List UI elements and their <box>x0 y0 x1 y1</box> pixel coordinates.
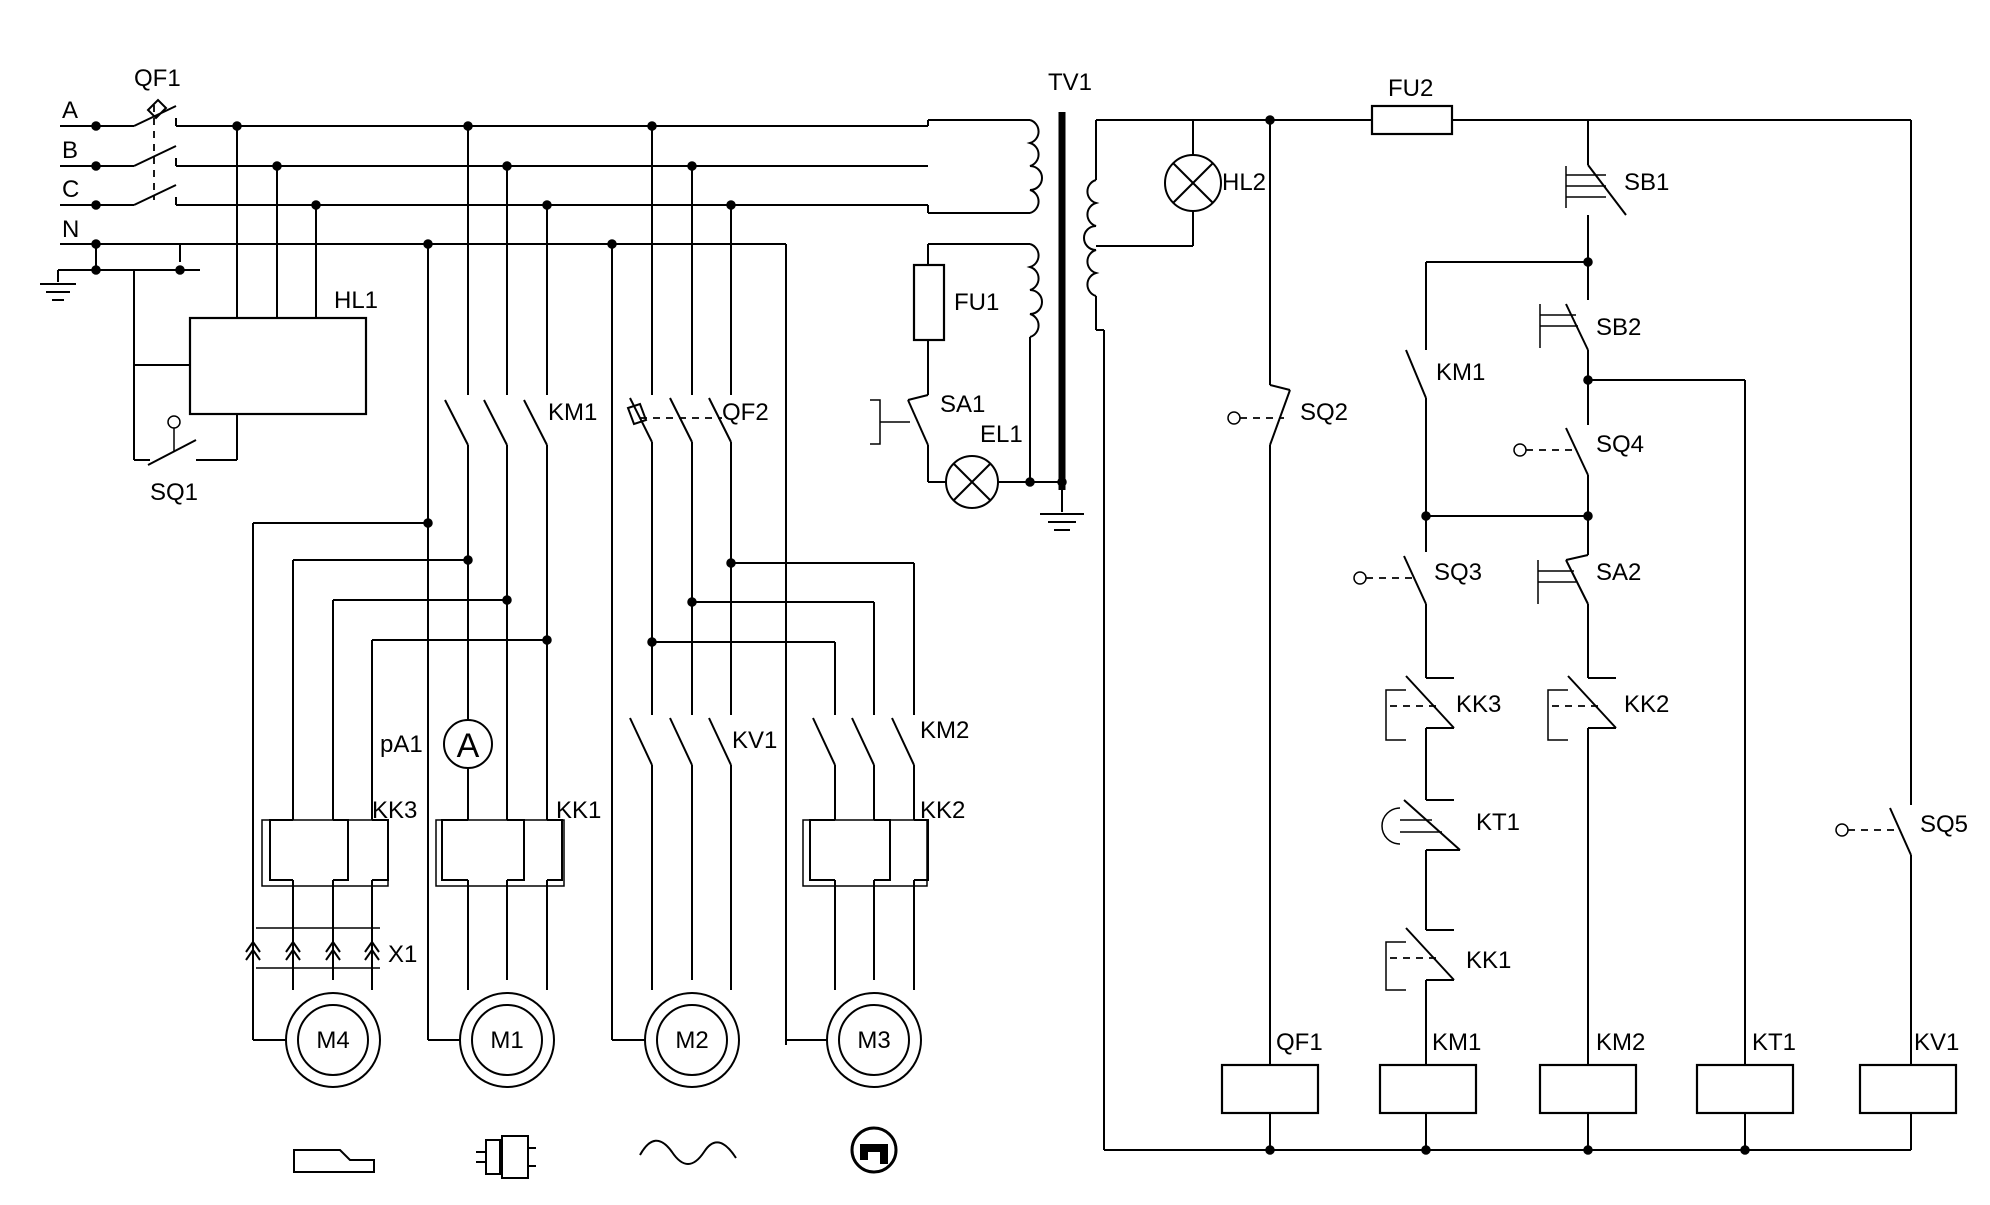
kk3-control-label: KK3 <box>1456 691 1501 718</box>
coolant-pump-branch: QF2 KV1 M2 KM2 <box>611 126 969 1088</box>
km1-hold-label: KM1 <box>1436 359 1485 386</box>
coil-km2-label: KM2 <box>1596 1029 1645 1056</box>
kt1-control-label: KT1 <box>1476 809 1520 836</box>
kk2-power-label: KK2 <box>920 797 965 824</box>
sq1-label: SQ1 <box>150 479 198 506</box>
hl1-label: HL1 <box>334 287 378 314</box>
ammeter-pa1-label: pA1 <box>380 731 423 758</box>
main-buses <box>176 121 928 1045</box>
sb1-label: SB1 <box>1624 169 1669 196</box>
control-circuit: FU2 HL2 SQ2 QF1 SB1 <box>1096 75 1968 1155</box>
km1-power-label: KM1 <box>548 399 597 426</box>
coil-qf1-label: QF1 <box>1276 1029 1323 1056</box>
transformer-tv1: TV1 FU1 SA1 EL1 <box>870 69 1100 531</box>
kk1-control-label: KK1 <box>1466 947 1511 974</box>
sq2-label: SQ2 <box>1300 399 1348 426</box>
kk2-control-label: KK2 <box>1624 691 1669 718</box>
km2-power-label: KM2 <box>920 717 969 744</box>
connector-x1-label: X1 <box>388 941 417 968</box>
m4-branch: KK3 X1 M4 <box>245 518 547 1088</box>
kk3-power-label: KK3 <box>372 797 417 824</box>
motor-m3-label: M3 <box>857 1027 890 1054</box>
coil-kt1-label: KT1 <box>1752 1029 1796 1056</box>
coil-kv1-label: KV1 <box>1914 1029 1959 1056</box>
power-input: A B C N QF1 <box>40 65 200 301</box>
qf2-label: QF2 <box>722 399 769 426</box>
pump-icon <box>850 1126 898 1174</box>
ammeter-symbol: A <box>457 727 480 765</box>
sb2-label: SB2 <box>1596 314 1641 341</box>
hl2-label: HL2 <box>1222 169 1266 196</box>
grinding-wheel-profile-icon <box>293 1149 375 1173</box>
magnetic-table-icon <box>476 1135 536 1179</box>
phase-label-n: N <box>62 216 79 243</box>
function-icons <box>293 1126 898 1179</box>
motor-m4-label: M4 <box>316 1027 349 1054</box>
sq5-label: SQ5 <box>1920 811 1968 838</box>
sa1-label: SA1 <box>940 391 985 418</box>
sq4-label: SQ4 <box>1596 431 1644 458</box>
fu1-label: FU1 <box>954 289 999 316</box>
phase-label-a: A <box>62 97 78 124</box>
kv1-power-label: KV1 <box>732 727 777 754</box>
coil-km1-label: KM1 <box>1432 1029 1481 1056</box>
kk1-power-label: KK1 <box>556 797 601 824</box>
phase-label-c: C <box>62 176 79 203</box>
phase-label-b: B <box>62 137 78 164</box>
signal-lamp-hl1: HL1 SQ1 <box>133 126 378 506</box>
motor-m1-label: M1 <box>490 1027 523 1054</box>
motor-m2-label: M2 <box>675 1027 708 1054</box>
sa2-label: SA2 <box>1596 559 1641 586</box>
el1-label: EL1 <box>980 421 1023 448</box>
coolant-wave-icon <box>639 1139 737 1165</box>
breaker-qf1-label: QF1 <box>134 65 181 92</box>
tv1-label: TV1 <box>1048 69 1092 96</box>
spindle-branch: KM1 A pA1 KK1 M1 <box>380 126 601 1088</box>
sq3-label: SQ3 <box>1434 559 1482 586</box>
fu2-label: FU2 <box>1388 75 1433 102</box>
